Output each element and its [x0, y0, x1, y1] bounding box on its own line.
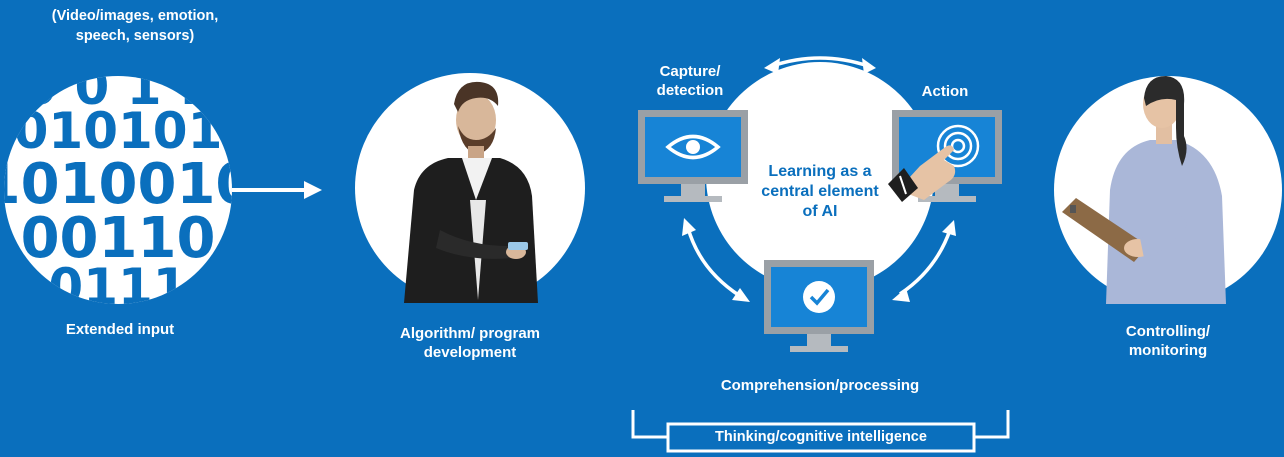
binary-globe-icon: 0 0 1 1 010101 1010010 00110 0111: [0, 76, 254, 316]
binary-row-5: 0111: [48, 258, 187, 316]
thinking-bracket-icon: [631, 410, 1010, 453]
developer-illustration-icon: [355, 73, 585, 303]
thinking-label: Thinking/cognitive intelligence: [715, 429, 927, 445]
touch-target-icon: [936, 124, 980, 168]
input-to-algorithm-arrow-icon: [232, 181, 322, 199]
top-double-arrow-icon: [771, 56, 869, 68]
input-caption: Extended input: [65, 321, 175, 338]
left-double-arrow-icon: [686, 227, 741, 298]
action-label: Action: [921, 83, 969, 100]
processing-label: Comprehension/processing: [720, 377, 920, 394]
binary-row-2: 010101: [14, 102, 223, 160]
learning-center-label: Learning as a central element of AI: [761, 163, 879, 220]
action-monitor-icon: [888, 110, 1002, 202]
binary-row-4: 00110: [21, 206, 216, 271]
right-double-arrow-icon: [899, 229, 952, 296]
eye-icon: [665, 134, 721, 160]
checkmark-icon: [803, 281, 835, 313]
algorithm-caption: Algorithm/ program development: [400, 325, 541, 361]
input-sources-label: (Video/images, emotion, speech, sensors): [51, 8, 219, 44]
capture-monitor-icon: [638, 110, 748, 202]
learning-cycle-circle-icon: [706, 62, 934, 290]
binary-row-3: 1010010: [0, 152, 254, 217]
controlling-caption: Controlling/ monitoring: [1125, 323, 1211, 359]
capture-label: Capture/ detection: [656, 63, 724, 99]
processing-monitor-icon: [764, 260, 874, 352]
controller-illustration-icon: [1054, 76, 1282, 304]
